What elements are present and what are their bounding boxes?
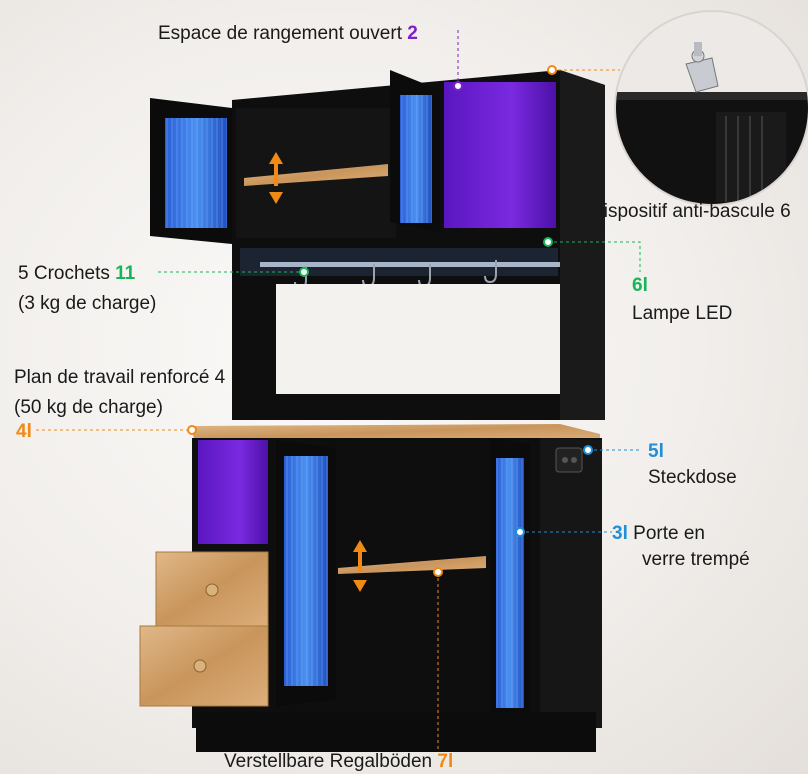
worktop [190, 424, 600, 440]
label-glass-door-2: verre trempé [642, 549, 750, 570]
socket [555, 447, 583, 473]
leader-lines [36, 30, 641, 752]
label-worktop-tag: 4l [16, 421, 32, 442]
label-led: Lampe LED [632, 303, 733, 324]
upper-cabinet [150, 70, 605, 420]
label-socket-num: 5l [648, 441, 664, 462]
adjust-arrows [269, 152, 367, 592]
label-anti-tip: Dispositif anti-bascule 6 [590, 201, 791, 222]
hanging-rail [260, 262, 560, 267]
label-led-num: 6l [632, 275, 648, 296]
label-worktop: Plan de travail renforcé 4 [14, 367, 226, 388]
anti-tip-zoom-inset [614, 10, 808, 206]
purple-led-panel-upper [444, 82, 556, 228]
label-glass-door: 3l Porte en [612, 523, 705, 544]
label-open-storage: Espace de rangement ouvert 2 [158, 23, 418, 44]
label-shelves: Verstellbare Regalböden 7l [224, 751, 454, 772]
label-hooks-load: (3 kg de charge) [18, 293, 157, 314]
label-worktop-load: (50 kg de charge) [14, 397, 163, 418]
purple-led-panel-lower [198, 440, 268, 544]
label-socket: Steckdose [648, 467, 737, 488]
lower-cabinet [139, 438, 602, 752]
callout-dots [187, 65, 593, 577]
label-hooks: 5 Crochets 11 [18, 263, 136, 284]
